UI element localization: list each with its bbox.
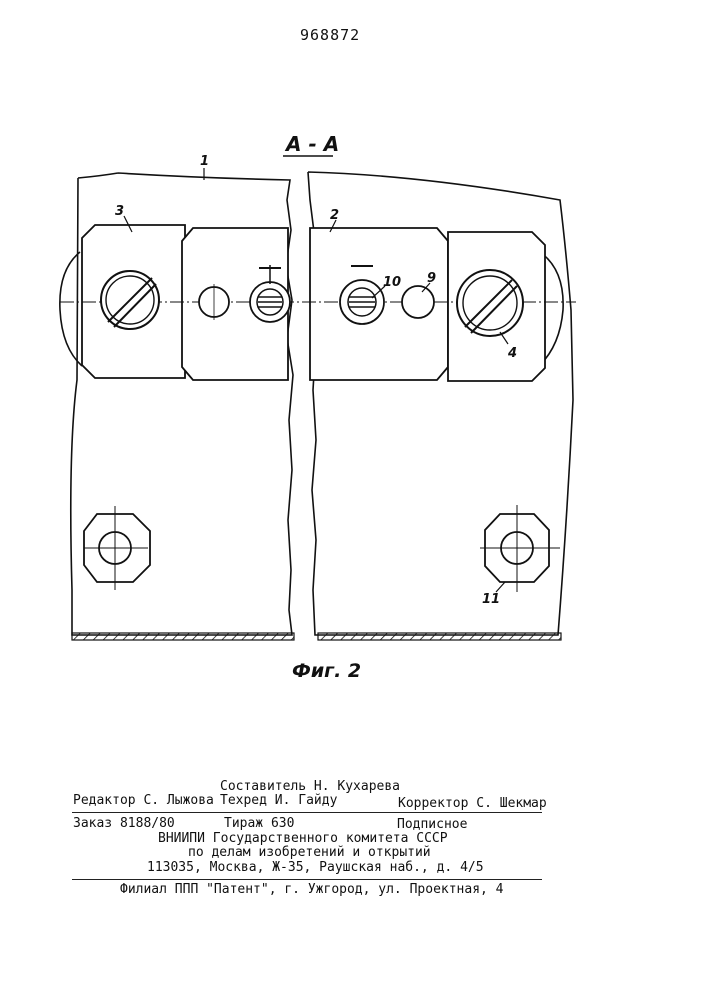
- org-line-2: по делам изобретений и открытий: [188, 845, 431, 860]
- branch-line: Филиал ППП "Патент", г. Ужгород, ул. Про…: [120, 882, 504, 897]
- divider-bottom: [72, 879, 542, 880]
- label-2: 2: [330, 208, 339, 223]
- screw-left: [101, 271, 159, 329]
- label-4: 4: [507, 346, 517, 361]
- org-line-1: ВНИИПИ Государственного комитета СССР: [158, 831, 448, 846]
- compiler-line: Составитель Н. Кухарева: [220, 779, 400, 794]
- label-11: 11: [482, 592, 500, 607]
- mount-slot-left: [84, 506, 150, 590]
- address-line: 113035, Москва, Ж-35, Раушская наб., д. …: [147, 860, 484, 875]
- order-line: Заказ 8188/80: [73, 816, 175, 831]
- corrector-line: Корректор С. Шекмар: [398, 796, 547, 811]
- label-10: 10: [383, 275, 401, 290]
- label-9: 9: [427, 271, 436, 286]
- editor-line: Редактор С. Лыжова: [73, 793, 214, 808]
- label-3: 3: [115, 204, 124, 219]
- hole-9: [402, 286, 434, 318]
- section-label: А - А: [284, 132, 339, 156]
- figure-caption: Фиг. 2: [292, 660, 361, 682]
- circulation-line: Тираж 630: [224, 816, 294, 831]
- technical-drawing: А - А: [0, 0, 707, 700]
- mount-slot-right: [480, 505, 560, 592]
- divider-top: [72, 812, 542, 813]
- subscription-line: Подписное: [397, 817, 467, 832]
- base-strip-left: [72, 633, 294, 640]
- base-strip-right: [318, 633, 561, 640]
- techred-line: Техред И. Гайду: [220, 793, 337, 808]
- label-1: 1: [200, 154, 209, 169]
- screw-right: [457, 270, 523, 336]
